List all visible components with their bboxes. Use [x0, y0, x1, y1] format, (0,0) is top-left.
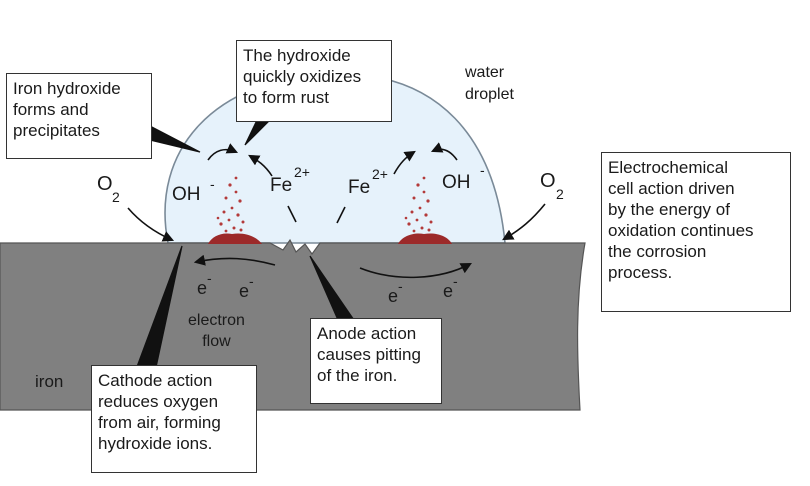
electron-label-2: e	[239, 281, 250, 301]
arrow-oh-curl-left	[207, 143, 239, 161]
water-droplet-label: water droplet	[465, 64, 514, 103]
hydroxide-charge-right: -	[480, 162, 485, 178]
iron-ion-charge-right: 2+	[372, 166, 388, 182]
callout-hydroxide-oxidizes: The hydroxide quickly oxidizes to form r…	[236, 40, 392, 122]
callout-anode: Anode action causes pitting of the iron.	[310, 318, 442, 404]
hydroxide-label-right: OH	[442, 172, 471, 193]
electron-flow-right	[359, 262, 472, 279]
electron-flow-left	[193, 254, 276, 266]
callout-electrochemical: Electrochemical cell action driven by th…	[601, 152, 791, 312]
arrow-o2-left	[127, 207, 175, 242]
rust-deposit-left	[208, 233, 262, 244]
callout-iron-hydroxide: Iron hydroxide forms and precipitates	[6, 73, 152, 159]
electron-label-4: e	[443, 281, 454, 301]
hydroxide-charge-left: -	[210, 176, 215, 192]
oxygen-label-right: O	[540, 170, 556, 192]
electron-charge-2: -	[249, 273, 254, 289]
hydroxide-label-left: OH	[172, 184, 201, 205]
fe-ion-mark-left	[287, 205, 297, 223]
precipitate-specks-left	[216, 176, 245, 233]
callout-cathode: Cathode action reduces oxygen from air, …	[91, 365, 257, 473]
oxygen-subscript-right: 2	[556, 186, 564, 202]
arrow-oh-curl-right	[430, 142, 458, 161]
rust-deposit-right	[398, 233, 452, 244]
fe-ion-mark-right	[336, 206, 346, 224]
oxygen-subscript-left: 2	[112, 189, 120, 205]
iron-ion-label-right: Fe	[348, 177, 371, 198]
electron-charge-3: -	[398, 278, 403, 294]
electron-label-1: e	[197, 278, 208, 298]
electron-label-3: e	[388, 286, 399, 306]
iron-ion-label-left: Fe	[270, 175, 293, 196]
iron-label: iron	[35, 372, 64, 391]
arrow-fe-curl-left	[248, 154, 273, 177]
electron-charge-1: -	[207, 270, 212, 286]
oxygen-label-left: O	[97, 173, 113, 195]
arrow-fe-curl-right	[393, 150, 416, 175]
arrow-o2-right	[502, 203, 546, 241]
electron-charge-4: -	[453, 273, 458, 289]
iron-ion-charge-left: 2+	[294, 164, 310, 180]
precipitate-specks-right	[404, 176, 433, 233]
iron-block	[0, 238, 586, 411]
electron-flow-label: electron flow	[188, 312, 245, 350]
